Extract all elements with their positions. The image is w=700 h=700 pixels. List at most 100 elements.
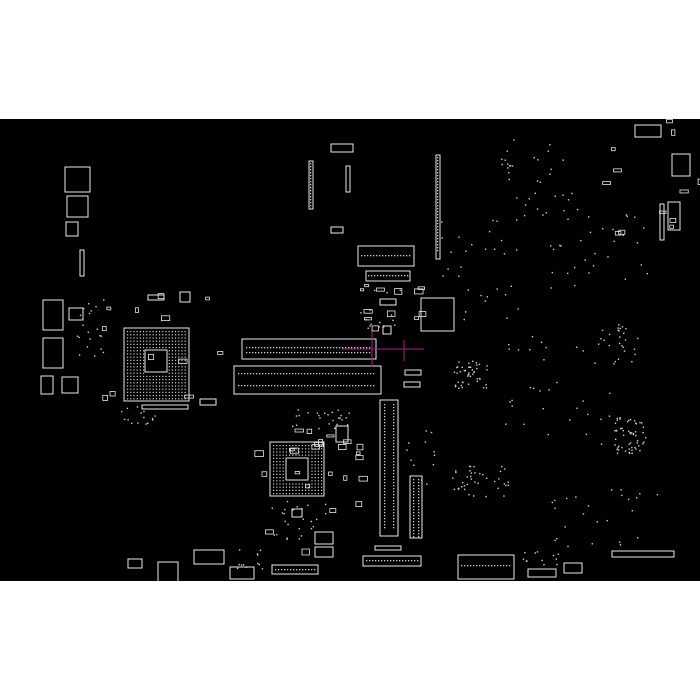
via bbox=[337, 417, 340, 419]
bga-ball bbox=[155, 391, 157, 393]
connector-pin bbox=[252, 347, 254, 349]
passive-component bbox=[418, 311, 427, 317]
via bbox=[123, 418, 126, 421]
bga-ball bbox=[321, 473, 323, 475]
via bbox=[524, 204, 527, 206]
connector-pin bbox=[275, 569, 277, 571]
connector-pin bbox=[331, 385, 333, 387]
via bbox=[636, 440, 639, 442]
bga-ball bbox=[289, 489, 291, 491]
via bbox=[552, 248, 555, 251]
connector-pin bbox=[325, 373, 327, 375]
bga-ball bbox=[279, 454, 281, 456]
via bbox=[598, 343, 600, 345]
bga-ball bbox=[152, 379, 154, 381]
bga-ball bbox=[295, 445, 297, 447]
ic-left-small bbox=[65, 221, 79, 237]
bga-ball bbox=[139, 398, 141, 400]
via bbox=[468, 372, 470, 374]
via bbox=[504, 468, 506, 470]
connector-pin bbox=[310, 385, 312, 387]
bga-left-core bbox=[144, 349, 168, 373]
connector-top-center bbox=[357, 245, 415, 267]
via bbox=[459, 371, 462, 373]
bga-ball bbox=[165, 343, 167, 345]
connector-pin bbox=[255, 347, 257, 349]
via bbox=[295, 415, 298, 417]
bga-ball bbox=[273, 451, 275, 453]
bga-ball bbox=[273, 473, 275, 475]
ic-top-left bbox=[64, 166, 91, 193]
connector-pin bbox=[384, 425, 386, 427]
via bbox=[621, 494, 623, 497]
via bbox=[511, 165, 514, 167]
bga-ball bbox=[308, 445, 310, 447]
via bbox=[461, 381, 464, 383]
via bbox=[454, 385, 457, 388]
connector-pin bbox=[373, 373, 375, 375]
connector-pin bbox=[384, 452, 386, 454]
via bbox=[503, 495, 505, 497]
passive-component bbox=[669, 224, 674, 229]
connector-pin bbox=[394, 255, 396, 257]
connector-pin bbox=[393, 518, 395, 520]
connector-pin bbox=[278, 569, 280, 571]
bga-ball bbox=[139, 356, 141, 358]
via bbox=[399, 289, 401, 292]
bga-ball bbox=[292, 489, 294, 491]
bga-ball bbox=[279, 486, 281, 488]
bga-ball bbox=[279, 493, 281, 495]
via bbox=[608, 344, 611, 347]
passive-component bbox=[106, 306, 112, 311]
via bbox=[621, 446, 623, 449]
bga-ball bbox=[168, 353, 170, 355]
bga-ball bbox=[136, 388, 138, 390]
via bbox=[442, 275, 444, 277]
bga-ball bbox=[162, 395, 164, 397]
connector-pin bbox=[393, 416, 395, 418]
bga-ball bbox=[298, 483, 300, 485]
via bbox=[633, 348, 636, 350]
connector-pin bbox=[413, 518, 415, 520]
via bbox=[426, 483, 428, 485]
bottom-edge-group bbox=[127, 545, 675, 581]
connector-pin bbox=[396, 560, 398, 562]
pcb-boardview-canvas[interactable] bbox=[0, 119, 700, 581]
bga-ball bbox=[317, 477, 319, 479]
connector-pin bbox=[418, 518, 420, 520]
bga-ball bbox=[155, 334, 157, 336]
passive-component bbox=[364, 317, 372, 321]
bga-ball bbox=[298, 454, 300, 456]
connector-pin bbox=[255, 352, 257, 354]
bga-ball bbox=[162, 347, 164, 349]
connector-pin bbox=[383, 275, 385, 277]
bga-ball bbox=[292, 445, 294, 447]
connector-pin bbox=[413, 503, 415, 505]
bga-ball bbox=[184, 331, 186, 333]
connector-pin bbox=[349, 385, 351, 387]
via bbox=[636, 242, 639, 244]
bga-ball bbox=[181, 347, 183, 349]
bga-ball bbox=[168, 347, 170, 349]
via bbox=[143, 410, 145, 413]
connector-pin bbox=[393, 473, 395, 475]
bga-ball bbox=[168, 340, 170, 342]
connector-pin bbox=[464, 565, 466, 567]
connector-pin bbox=[318, 347, 320, 349]
connector-pin bbox=[321, 347, 323, 349]
bga-ball bbox=[152, 385, 154, 387]
connector-pin bbox=[295, 385, 297, 387]
bga-ball bbox=[133, 398, 135, 400]
bga-ball bbox=[308, 493, 310, 495]
bga-ball bbox=[133, 347, 135, 349]
via bbox=[616, 419, 619, 421]
connector-pin bbox=[393, 503, 395, 505]
connector-pin bbox=[286, 385, 288, 387]
passive-component bbox=[343, 439, 352, 444]
passive-component bbox=[289, 448, 295, 452]
bga-ball bbox=[175, 379, 177, 381]
via bbox=[543, 564, 545, 566]
connector-pin bbox=[262, 373, 264, 375]
accent-traces bbox=[342, 329, 424, 367]
passive-component bbox=[178, 358, 188, 364]
